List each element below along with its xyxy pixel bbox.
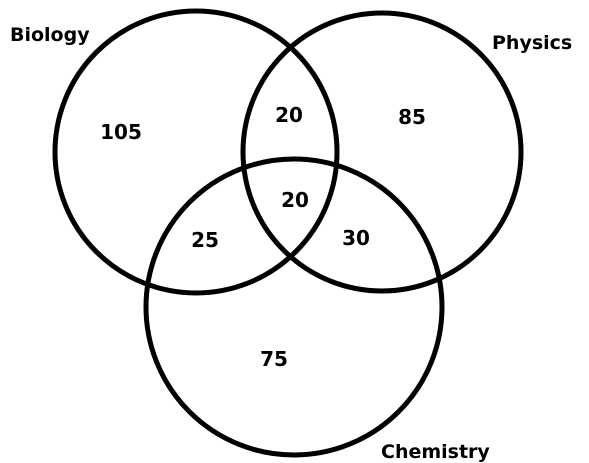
physics-only-value: 85	[398, 105, 426, 129]
biology-label: Biology	[10, 24, 90, 46]
physics-chemistry-value: 30	[342, 226, 370, 250]
physics-circle	[240, 10, 524, 294]
biology-only-value: 105	[100, 120, 142, 144]
chemistry-only-value: 75	[260, 347, 288, 371]
chemistry-label: Chemistry	[381, 441, 490, 463]
all-three-value: 20	[281, 188, 309, 212]
chemistry-circle	[143, 156, 445, 458]
biology-circle	[52, 8, 340, 296]
biology-physics-value: 20	[275, 103, 303, 127]
physics-label: Physics	[492, 32, 572, 54]
biology-chemistry-value: 25	[191, 228, 219, 252]
